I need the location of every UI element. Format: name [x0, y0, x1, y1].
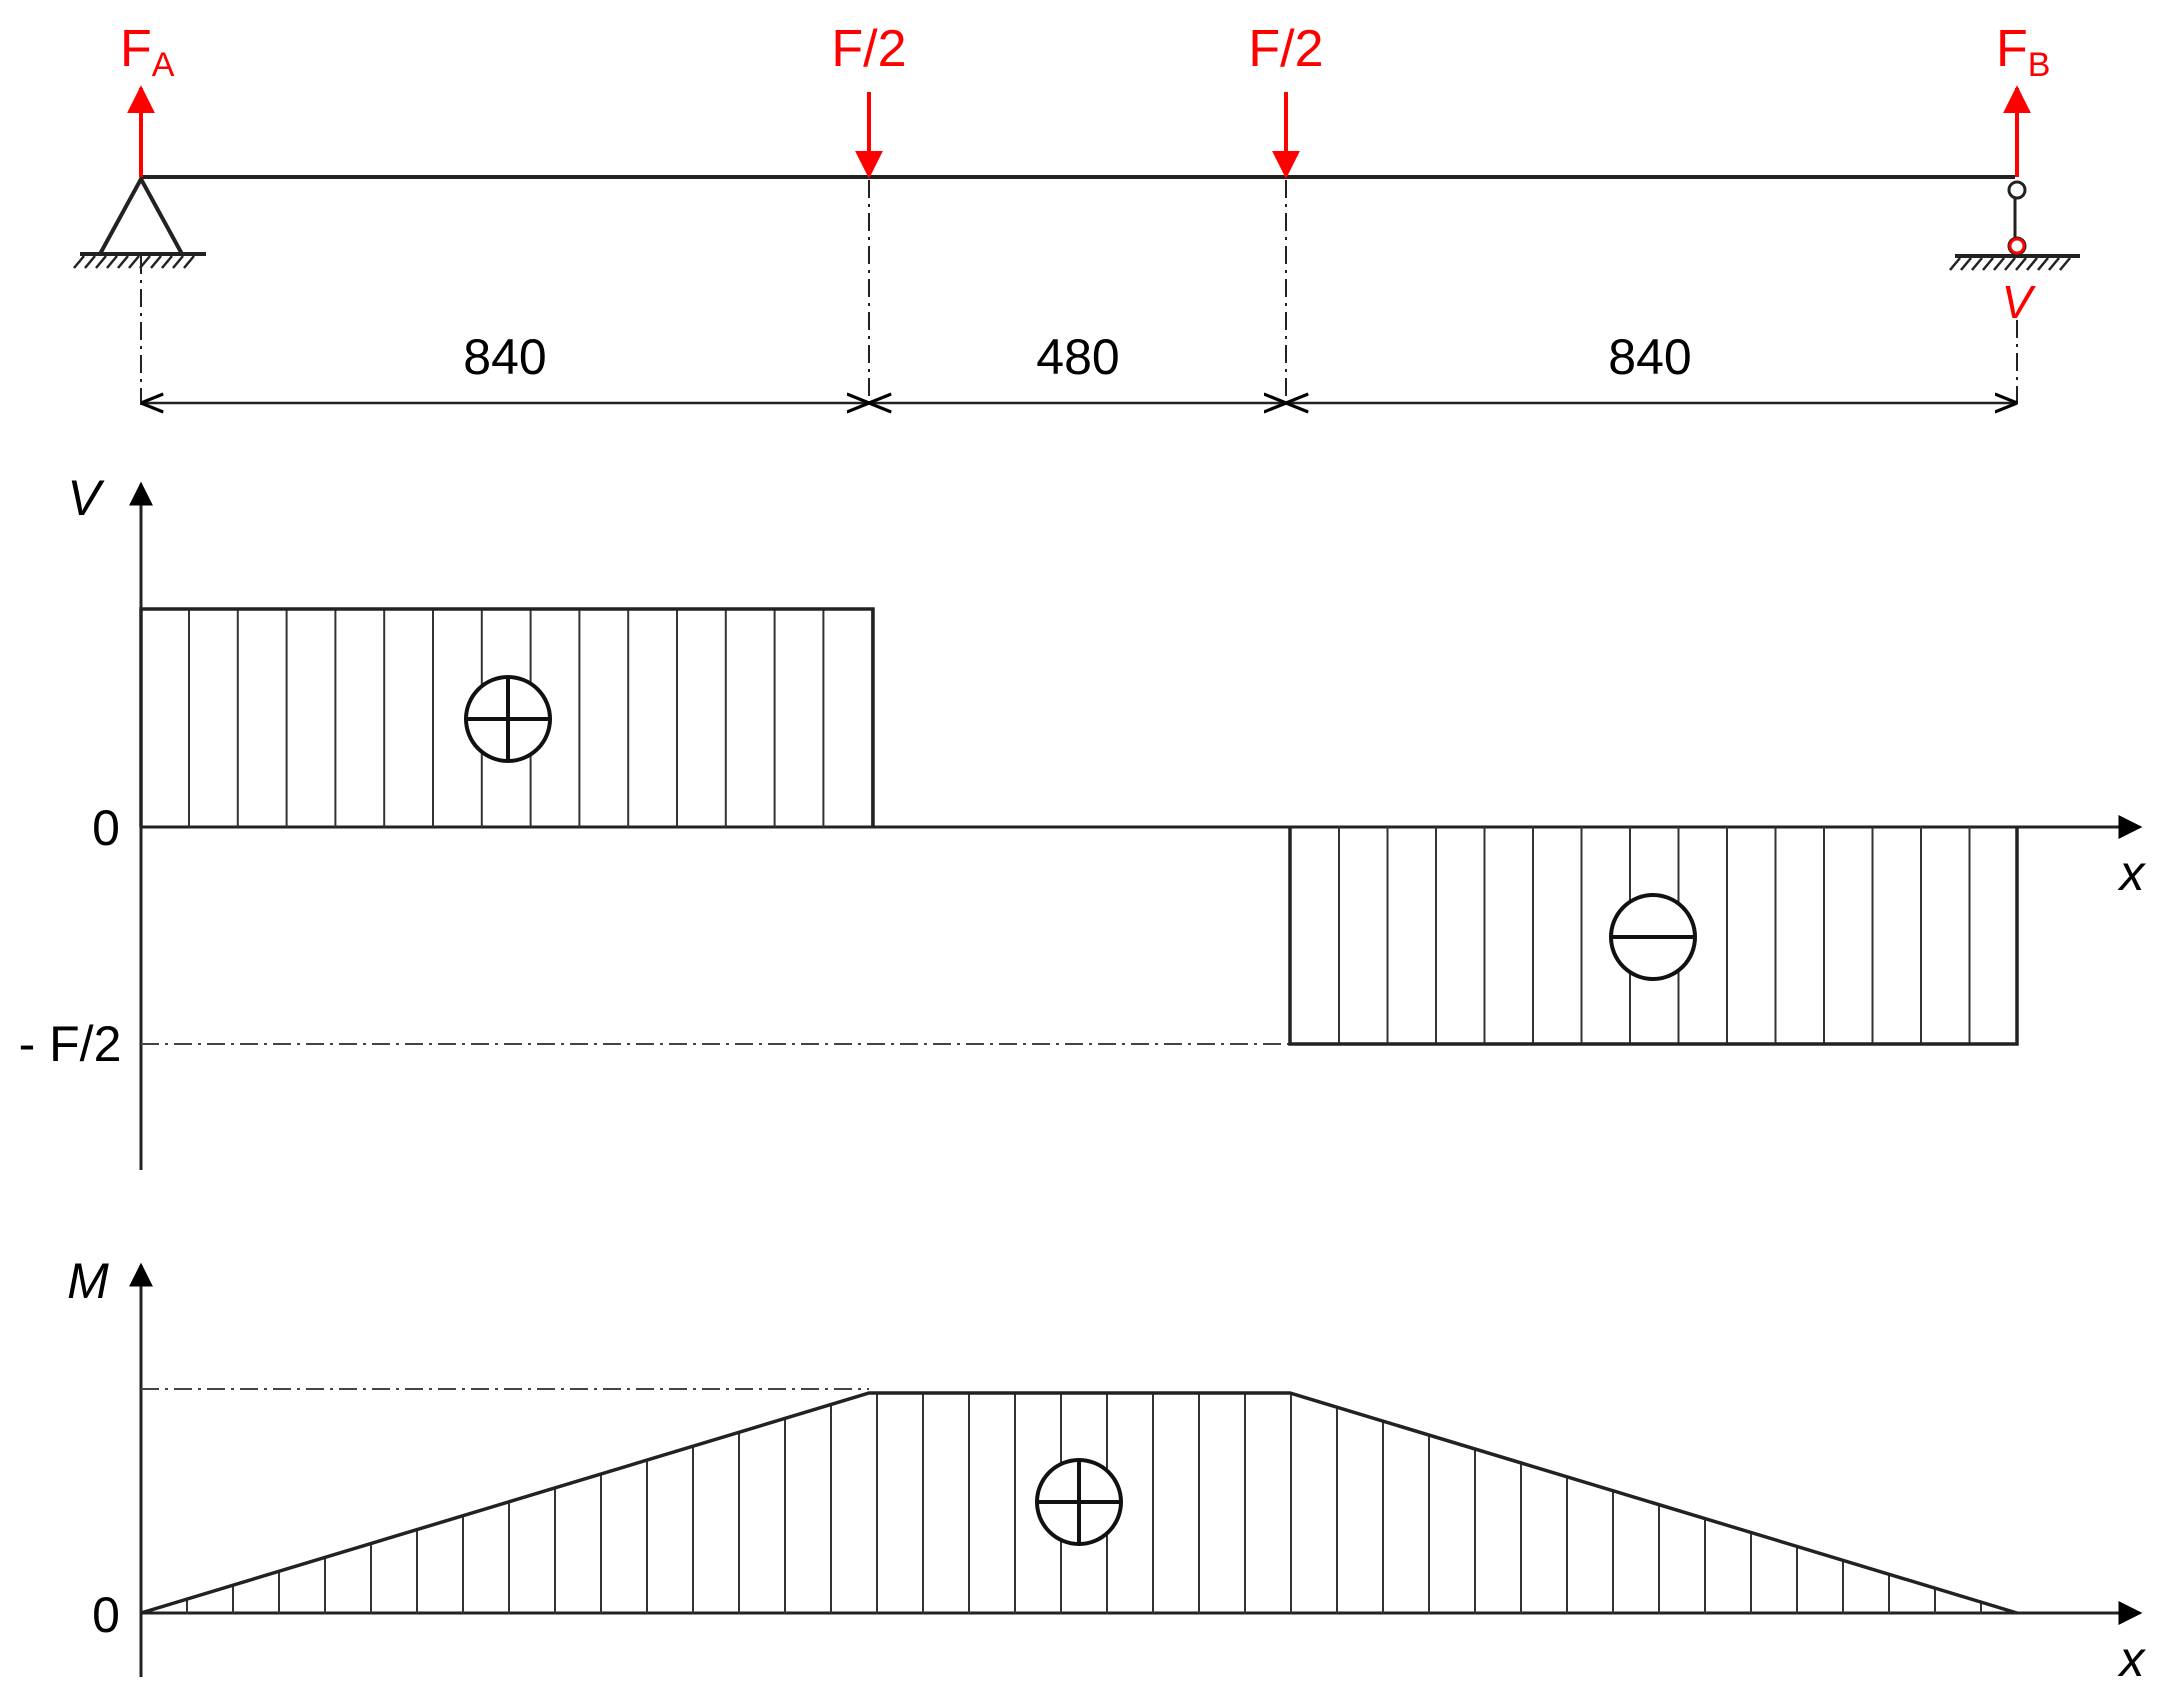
hatch-line [1949, 257, 1961, 271]
extension-lines [140, 180, 2018, 405]
reaction-b-subscript: B [2028, 46, 2051, 84]
load-1-label: F/2 [831, 20, 906, 78]
hatch-line [95, 255, 107, 269]
hatch-line [161, 255, 173, 269]
moment-region [140, 1391, 2018, 1615]
shear-negative-outline [1288, 827, 2019, 1046]
dimension-1-label: 840 [463, 329, 546, 385]
shear-axis-x-label: x [2118, 845, 2147, 901]
point-load-2: F/2 [1248, 20, 1324, 179]
support-b-marker: V [2002, 276, 2037, 328]
hatch-line [1971, 257, 1983, 271]
svg-text:FB: FB [1996, 20, 2050, 84]
shear-diagram: V x 0 - F/2 [19, 470, 2147, 1170]
shear-negative-region [1288, 827, 2019, 1046]
hatch-line [84, 255, 96, 269]
svg-text:FA: FA [120, 20, 175, 84]
reaction-force-a: FA [120, 20, 175, 177]
reaction-a-subscript: A [152, 46, 175, 84]
shear-axis-y-label: V [67, 470, 105, 526]
hatch-line [2048, 257, 2060, 271]
hatch-line [117, 255, 129, 269]
hatch-line [2037, 257, 2049, 271]
hatch-line [150, 255, 162, 269]
minus-in-circle-icon [1609, 893, 1697, 981]
hatch-line [183, 255, 195, 269]
hatch-line [1982, 257, 1994, 271]
plus-in-circle-icon [1035, 1458, 1123, 1546]
beam-schematic: FA F/2 F/2 FB V [73, 20, 2080, 405]
load-2-label: F/2 [1248, 20, 1323, 78]
shear-negative-level-label: - F/2 [19, 1016, 122, 1072]
shear-positive-outline [139, 607, 875, 827]
shear-positive-region [139, 607, 875, 827]
hatch-line [106, 255, 118, 269]
hatch-line [1960, 257, 1972, 271]
point-load-1: F/2 [831, 20, 907, 179]
pinned-support-icon [73, 174, 206, 269]
shear-zero-label: 0 [92, 800, 120, 856]
hatch-line [2059, 257, 2071, 271]
moment-diagram: M x 0 [67, 1253, 2146, 1687]
moment-outline [140, 1391, 2018, 1615]
moment-axis-x-label: x [2118, 1631, 2147, 1687]
dimension-2-label: 480 [1036, 329, 1119, 385]
hatch-line [128, 255, 140, 269]
hatch-line [2004, 257, 2016, 271]
hatch-line [2026, 257, 2038, 271]
hatch-line [1993, 257, 2005, 271]
hatch-line [172, 255, 184, 269]
dimension-3-label: 840 [1608, 329, 1691, 385]
plus-in-circle-icon [464, 675, 552, 763]
reaction-a-symbol: F [120, 20, 152, 78]
hatch-line [2015, 257, 2027, 271]
moment-zero-label: 0 [92, 1587, 120, 1643]
hatch-line [73, 255, 85, 269]
roller-support-icon [1949, 180, 2080, 271]
moment-axis-y-label: M [67, 1253, 109, 1309]
reaction-force-b: FB V [1996, 20, 2050, 328]
reaction-b-symbol: F [1996, 20, 2028, 78]
